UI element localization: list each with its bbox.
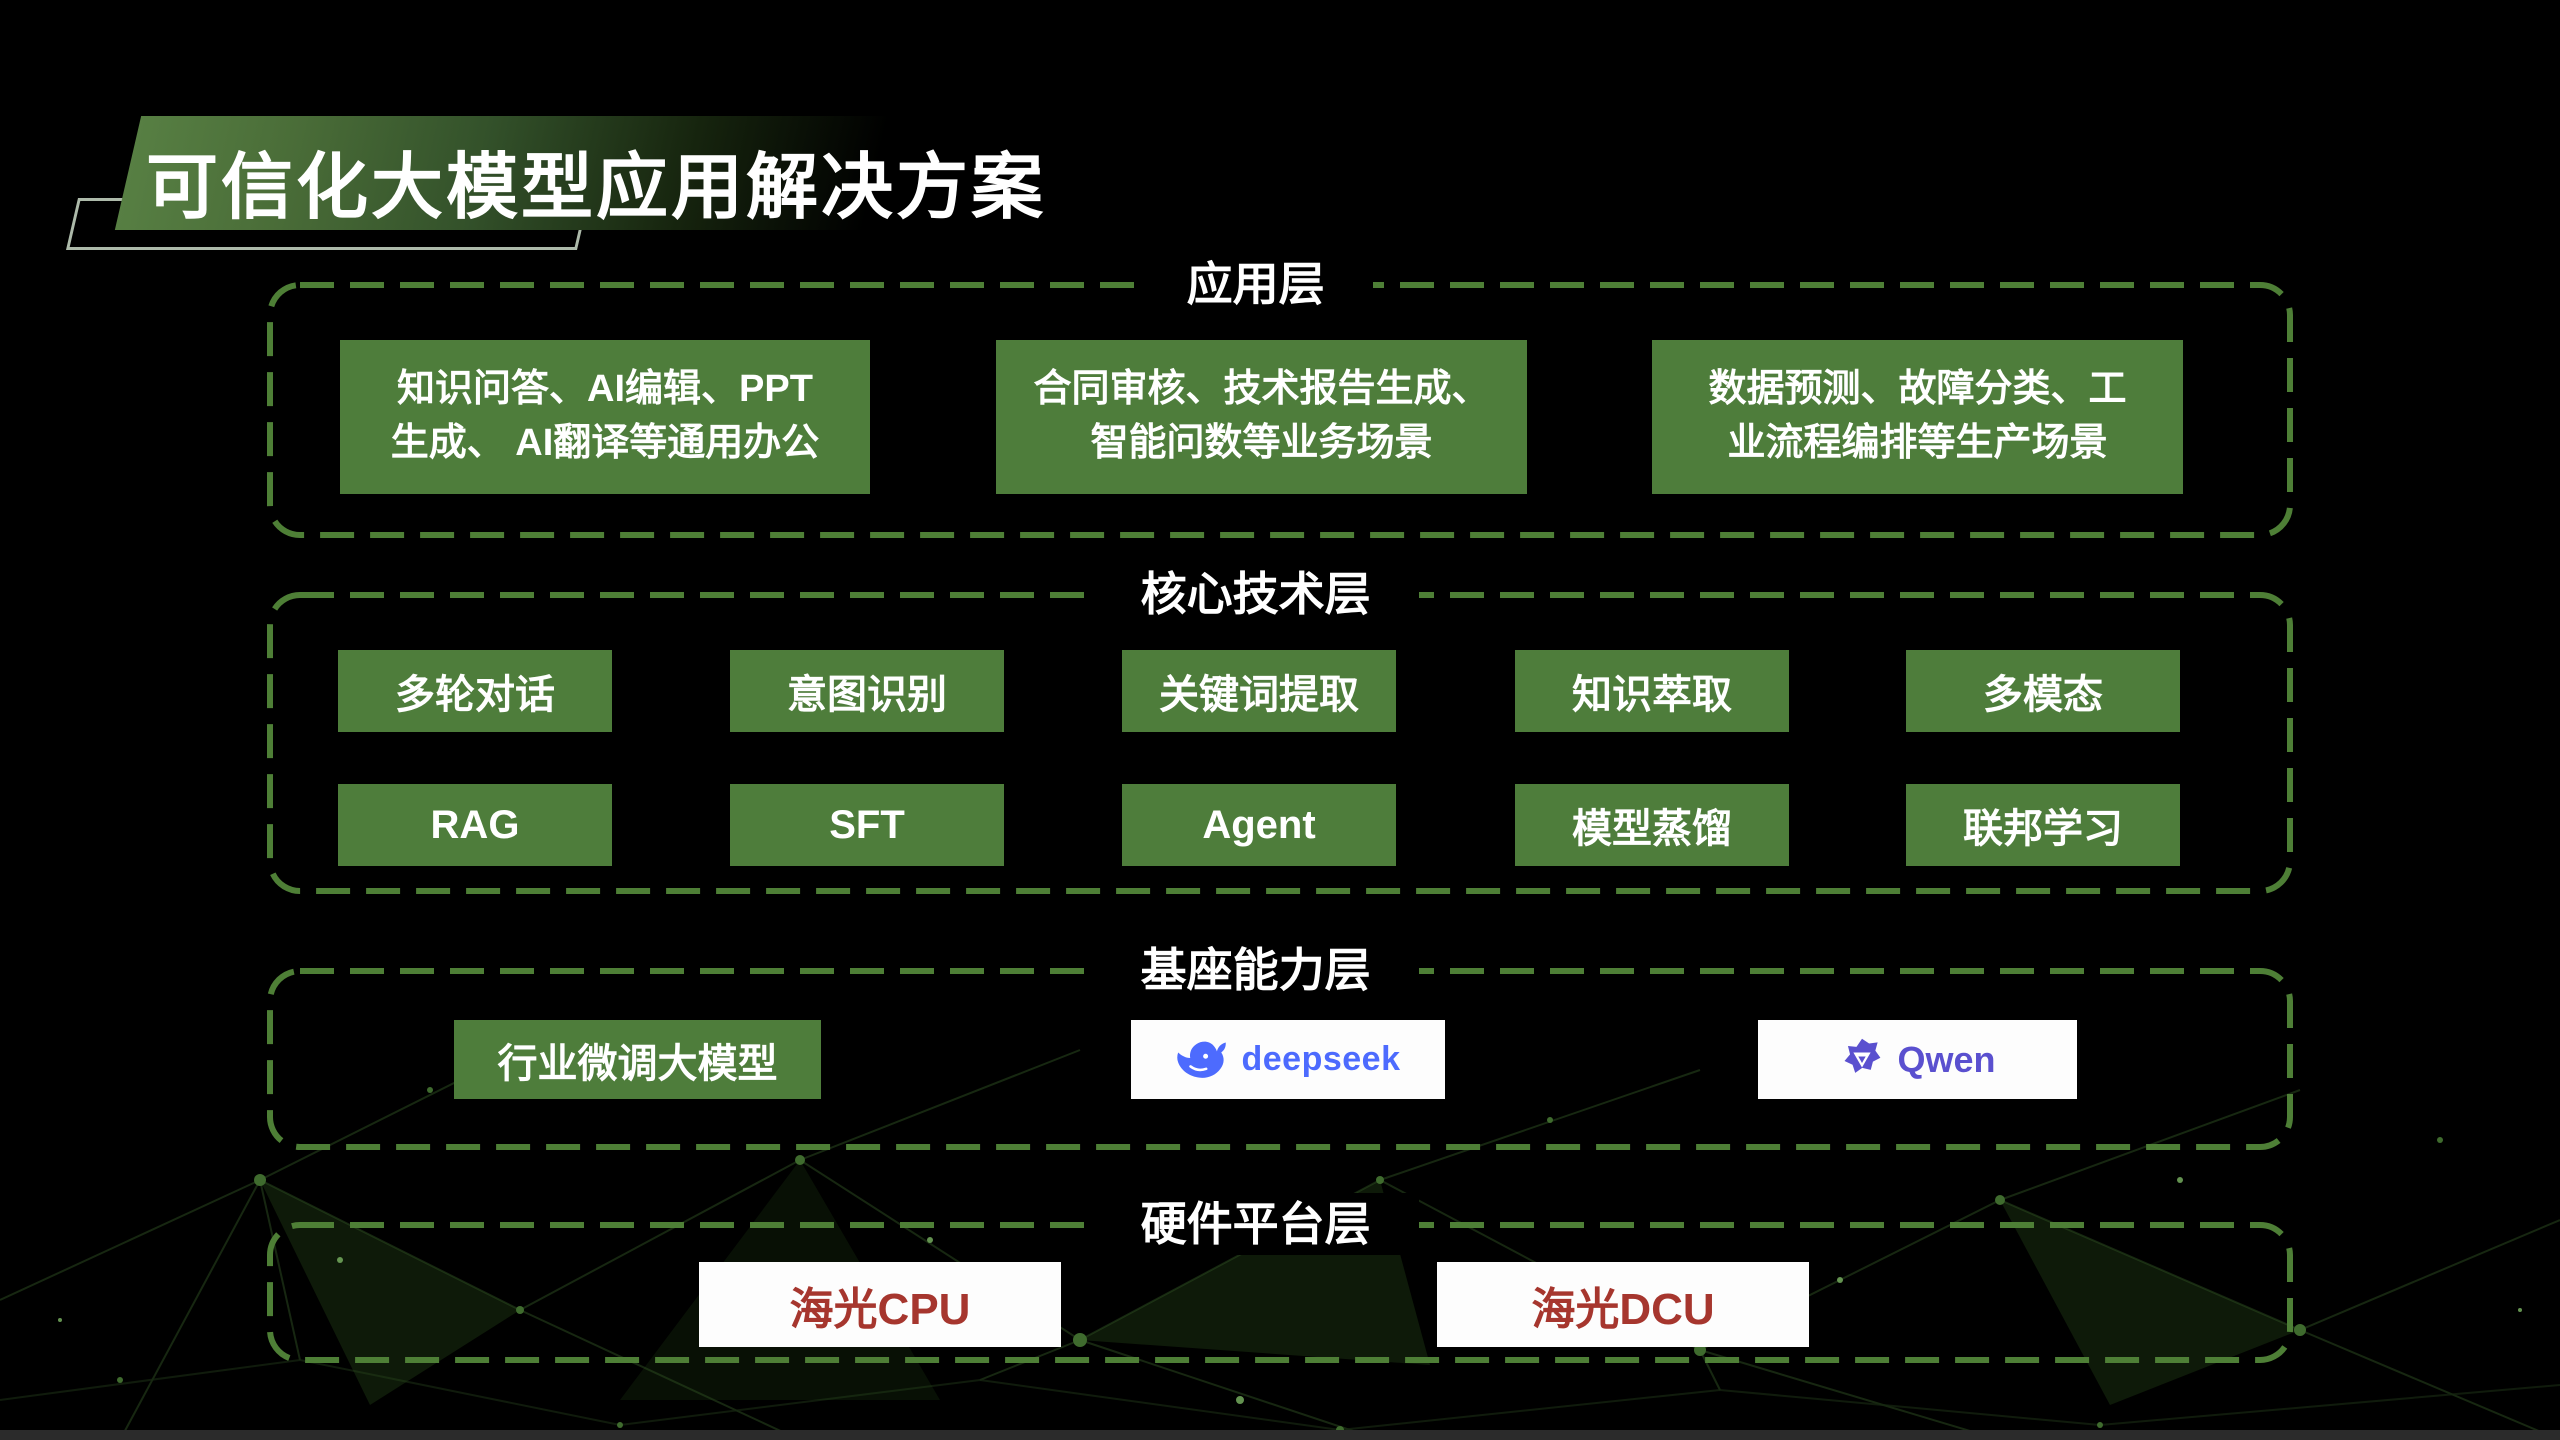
tech-box-sft: SFT <box>730 784 1004 866</box>
page-title: 可信化大模型应用解决方案 <box>146 148 1047 228</box>
layer-label-core-tech: 核心技术层 <box>1092 563 1419 625</box>
tech-box-agent: Agent <box>1122 784 1396 866</box>
app-box-office: 知识问答、AI编辑、PPT 生成、 AI翻译等通用办公 <box>340 340 870 494</box>
deepseek-wordmark: deepseek <box>1241 1040 1401 1078</box>
foundation-box-industry-finetuned-model: 行业微调大模型 <box>454 1020 821 1099</box>
app-box-production-line2: 业流程编排等生产场景 <box>1727 422 2108 464</box>
tech-box-multimodal: 多模态 <box>1906 650 2180 732</box>
tech-box-intent-recognition: 意图识别 <box>730 650 1004 732</box>
qwen-wordmark: Qwen <box>1897 1038 1996 1080</box>
tech-box-keyword-extraction: 关键词提取 <box>1122 650 1396 732</box>
tech-box-model-distillation: 模型蒸馏 <box>1515 784 1789 866</box>
layer-label-foundation: 基座能力层 <box>1092 939 1419 1001</box>
layer-application: 应用层 <box>266 253 2294 539</box>
layer-label-hardware: 硬件平台层 <box>1092 1193 1419 1255</box>
deepseek-whale-icon <box>1176 1041 1226 1078</box>
tech-box-federated-learning: 联邦学习 <box>1906 784 2180 866</box>
app-box-business: 合同审核、技术报告生成、 智能问数等业务场景 <box>996 340 1527 494</box>
app-box-office-line2: 生成、 AI翻译等通用办公 <box>390 422 820 464</box>
layer-label-application: 应用层 <box>1138 253 1373 315</box>
app-box-office-line1: 知识问答、AI编辑、PPT <box>397 368 813 411</box>
qwen-card: Qwen <box>1758 1020 2077 1099</box>
bottom-edge-strip <box>0 1430 2560 1440</box>
layer-hardware: 硬件平台层 <box>266 1193 2294 1364</box>
qwen-logo-icon <box>1845 1038 1881 1073</box>
layer-foundation: 基座能力层 <box>266 939 2294 1151</box>
app-box-production-line1: 数据预测、故障分类、工 <box>1708 368 2127 411</box>
hardware-box-hygon-dcu: 海光DCU <box>1437 1262 1809 1347</box>
app-box-production: 数据预测、故障分类、工 业流程编排等生产场景 <box>1652 340 2183 494</box>
tech-box-rag: RAG <box>338 784 612 866</box>
deepseek-card: deepseek <box>1131 1020 1445 1099</box>
hardware-box-hygon-cpu: 海光CPU <box>699 1262 1061 1347</box>
tech-box-multi-turn-dialogue: 多轮对话 <box>338 650 612 732</box>
layer-core-tech: 核心技术层 <box>266 563 2294 895</box>
app-box-business-line1: 合同审核、技术报告生成、 <box>1033 368 1490 411</box>
app-box-business-line2: 智能问数等业务场景 <box>1090 422 1433 464</box>
tech-box-knowledge-extraction: 知识萃取 <box>1515 650 1789 732</box>
